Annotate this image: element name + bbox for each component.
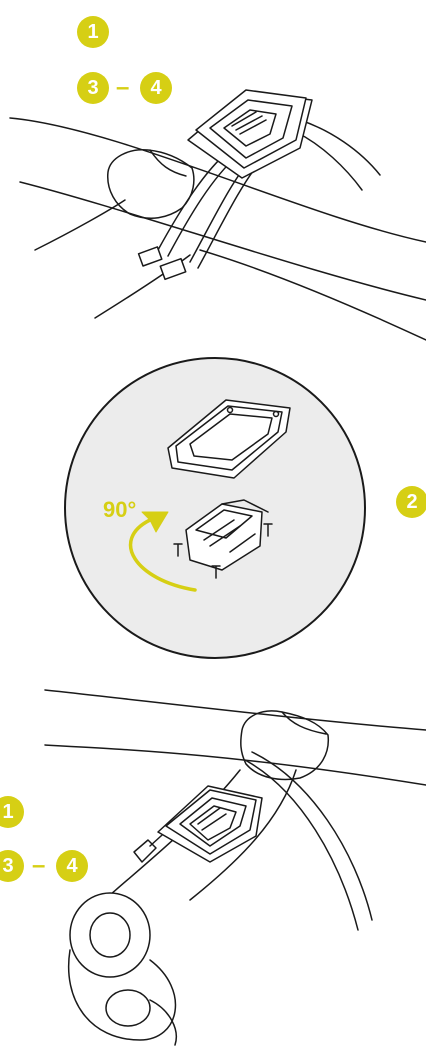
step-number: 3 — [87, 77, 98, 100]
step-number: 3 — [2, 855, 13, 878]
bottom-fist — [241, 711, 328, 779]
stem-clamp — [70, 893, 150, 977]
zip-tie-tail-b — [296, 132, 362, 190]
rotation-label: 90° — [103, 497, 136, 522]
step-badge-2: 2 — [396, 486, 426, 518]
zip-tie-head-b — [160, 259, 185, 280]
zip-tie-head-a — [139, 247, 162, 266]
top-scene — [10, 90, 426, 340]
zip-tie-b-inner — [198, 162, 260, 268]
step-range-dash-bottom: – — [32, 854, 45, 878]
bottom-scene — [45, 690, 426, 1045]
step-number: 4 — [66, 855, 77, 878]
step-number: 4 — [150, 77, 161, 100]
zip-tie-a — [158, 150, 230, 250]
stem-upper-edge — [45, 690, 426, 730]
step-badge-4-bottom: 4 — [56, 850, 88, 882]
step-badge-1-top: 1 — [77, 16, 109, 48]
arm-outline-right — [200, 250, 426, 340]
bottom-fist-knuckle — [282, 712, 326, 734]
stem-lower-edge — [45, 745, 426, 785]
fist — [108, 150, 194, 219]
step-number: 1 — [2, 801, 13, 824]
step-number: 2 — [406, 491, 417, 514]
zip-tie-tail-a — [300, 120, 380, 175]
bottom-zip-tail-a — [245, 760, 358, 930]
step-badge-3-top: 3 — [77, 72, 109, 104]
step-number: 1 — [87, 21, 98, 44]
step-badge-4-top: 4 — [140, 72, 172, 104]
steerer-bolt — [106, 990, 150, 1026]
step-range-dash-top: – — [116, 76, 129, 100]
